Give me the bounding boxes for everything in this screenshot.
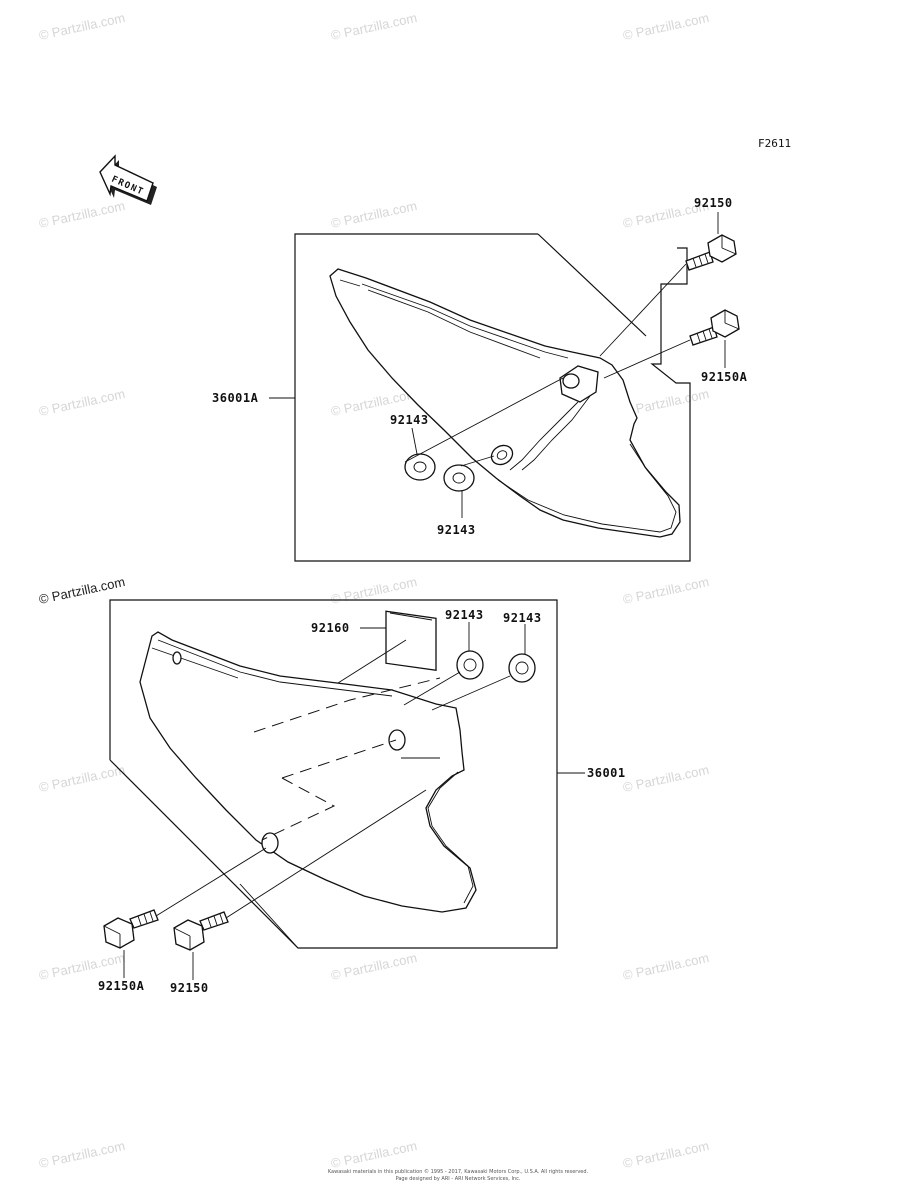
label-92143-lower-2: 92143 bbox=[503, 611, 542, 625]
watermark: © Partzilla.com bbox=[330, 10, 419, 43]
watermark: © Partzilla.com bbox=[622, 1138, 711, 1171]
watermark: © Partzilla.com bbox=[38, 1138, 127, 1171]
watermark: © Partzilla.com bbox=[330, 198, 419, 231]
pad-92160 bbox=[385, 610, 437, 672]
lower-group-outline bbox=[109, 599, 558, 949]
watermark: © Partzilla.com bbox=[330, 574, 419, 607]
bolt-lower-92150a bbox=[103, 909, 159, 949]
label-92143-lower-1: 92143 bbox=[445, 608, 484, 622]
grommet-lower-1 bbox=[456, 650, 484, 680]
figure-code: F2611 bbox=[758, 137, 791, 150]
watermark: © Partzilla.com bbox=[38, 10, 127, 43]
watermark: © Partzilla.com bbox=[38, 386, 127, 419]
watermark: © Partzilla.com bbox=[38, 762, 127, 795]
upper-assembly bbox=[269, 212, 740, 562]
grommet-lower-2 bbox=[508, 653, 536, 683]
label-36001: 36001 bbox=[587, 766, 626, 780]
label-92160: 92160 bbox=[311, 621, 350, 635]
watermark: © Partzilla.com bbox=[38, 950, 127, 983]
designer-line: Page designed by ARI - ARI Network Servi… bbox=[396, 1176, 521, 1182]
watermark: © Partzilla.com bbox=[622, 574, 711, 607]
watermark: © Partzilla.com bbox=[622, 762, 711, 795]
label-92150-upper: 92150 bbox=[694, 196, 733, 210]
label-92150-lower: 92150 bbox=[170, 981, 209, 995]
watermark: © Partzilla.com bbox=[330, 1138, 419, 1171]
label-92143-upper-2: 92143 bbox=[437, 523, 476, 537]
watermark: © Partzilla.com bbox=[622, 10, 711, 43]
label-92143-upper-1: 92143 bbox=[390, 413, 429, 427]
watermark: © Partzilla.com bbox=[330, 950, 419, 983]
grommet-upper-1 bbox=[404, 453, 436, 481]
side-cover-upper bbox=[329, 268, 681, 538]
watermark: © Partzilla.com bbox=[622, 950, 711, 983]
label-36001a: 36001A bbox=[212, 391, 259, 405]
bolt-lower-92150 bbox=[173, 911, 229, 951]
copyright-line: Kawasaki materials in this publication ©… bbox=[328, 1168, 589, 1175]
upper-group-outline bbox=[294, 233, 691, 562]
bolt-upper-92150a bbox=[689, 309, 740, 346]
lower-assembly bbox=[103, 599, 585, 980]
bolt-upper-92150 bbox=[685, 234, 737, 271]
side-cover-lower bbox=[139, 631, 477, 913]
watermark: © Partzilla.com bbox=[38, 198, 127, 231]
label-92150a-lower: 92150A bbox=[98, 979, 145, 993]
label-92150a-upper: 92150A bbox=[701, 370, 748, 384]
watermark-prominent: © Partzilla.com bbox=[38, 574, 127, 607]
grommet-upper-2 bbox=[443, 464, 475, 492]
front-arrow-icon: FRONT bbox=[99, 154, 157, 205]
